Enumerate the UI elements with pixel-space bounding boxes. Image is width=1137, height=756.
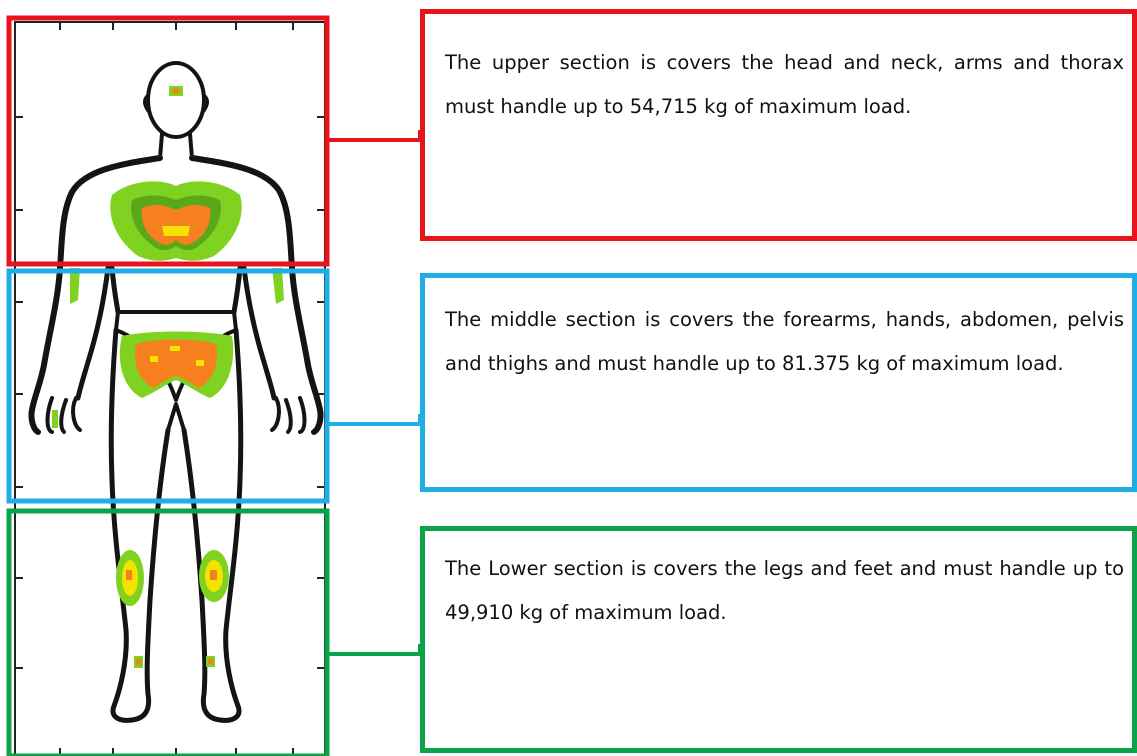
middle-section-callout: The middle section is covers the forearm… (420, 273, 1137, 492)
upper-connector (327, 130, 420, 140)
middle-section-text: The middle section is covers the forearm… (445, 308, 1124, 375)
lower-connector (327, 644, 420, 654)
heatmap-chest (110, 181, 241, 260)
upper-section-text: The upper section is covers the head and… (445, 51, 1124, 118)
lower-section-text: The Lower section is covers the legs and… (445, 557, 1124, 624)
lower-section-callout: The Lower section is covers the legs and… (420, 526, 1137, 753)
middle-connector (327, 414, 420, 424)
upper-section-callout: The upper section is covers the head and… (420, 9, 1137, 241)
